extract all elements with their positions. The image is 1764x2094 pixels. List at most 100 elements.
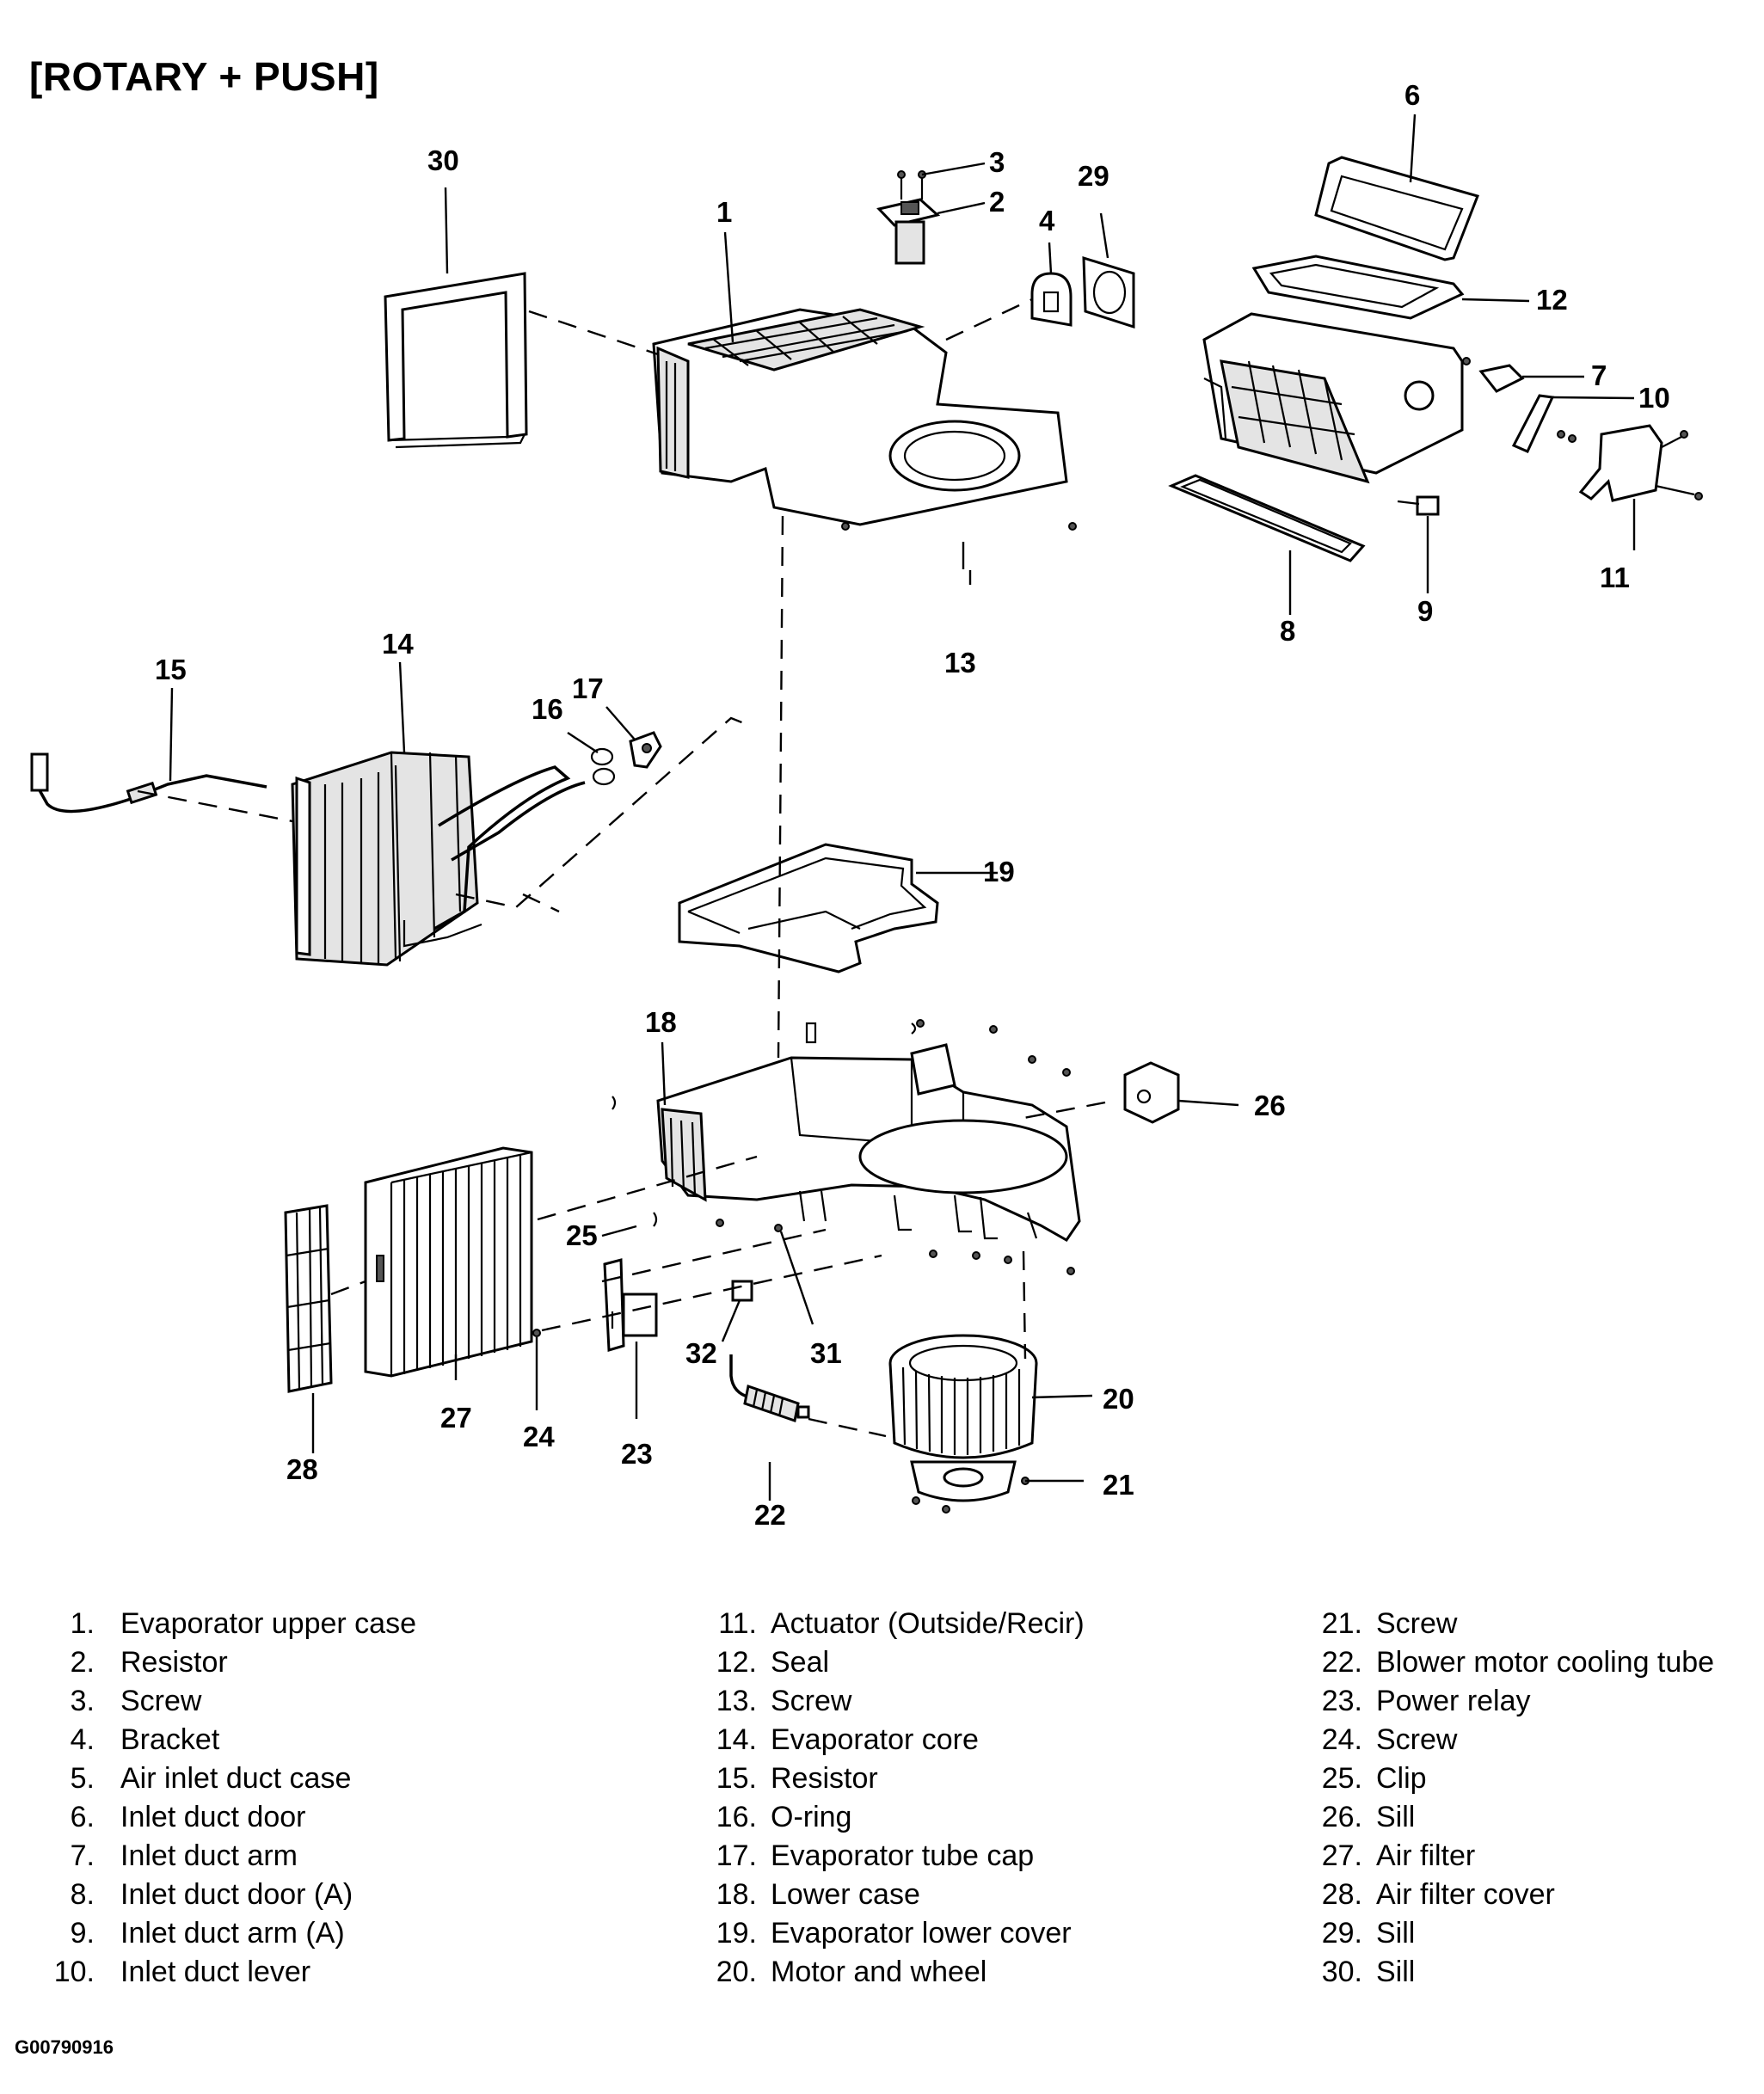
callout-10: 10 [1638, 382, 1670, 414]
legend-item: 17.Evaporator tube cap [704, 1837, 1085, 1876]
part-30-sill [384, 272, 528, 449]
callout-29: 29 [1078, 160, 1109, 192]
legend-item-number: 6. [70, 1801, 95, 1833]
callout-26: 26 [1254, 1090, 1286, 1121]
callout-1: 1 [716, 196, 732, 228]
legend-item: 19. Evaporator lower cover [704, 1914, 1085, 1953]
callout-8: 8 [1280, 615, 1295, 647]
legend-item: 12. Seal [704, 1643, 1085, 1682]
part-19-evaporator-lower-cover [678, 843, 939, 973]
legend-item-number: 18. [716, 1878, 757, 1911]
callout-2: 2 [989, 186, 1005, 218]
legend-item-number: 13. [716, 1685, 757, 1717]
callout-15: 15 [155, 654, 187, 685]
legend-item-number: 1. [70, 1607, 95, 1640]
part-25-clip [612, 1022, 917, 1227]
legend-item-number: 26. [1321, 1801, 1362, 1833]
part-27-air-filter [364, 1146, 533, 1378]
legend-item-number: 27. [1321, 1839, 1362, 1872]
callout-21: 21 [1103, 1469, 1134, 1501]
legend-item-label: Motor and wheel [771, 1956, 987, 1988]
part-15-resistor [30, 752, 267, 814]
legend-item: 18.Lower case [704, 1876, 1085, 1914]
legend-item-number: 14. [716, 1723, 757, 1756]
callout-30: 30 [427, 144, 459, 176]
legend-item-number: 20. [716, 1956, 757, 1988]
legend-item-number: 25. [1321, 1762, 1362, 1795]
callout-22: 22 [754, 1499, 786, 1531]
part-23-power-relay [603, 1258, 658, 1352]
part-12-seal [1251, 255, 1465, 320]
alignment-lines [137, 298, 1106, 1438]
callout-13: 13 [944, 647, 976, 679]
part-10-inlet-duct-lever [1511, 394, 1577, 453]
callout-27: 27 [440, 1402, 472, 1434]
legend-item: 27. Air filter [1309, 1837, 1714, 1876]
legend-item: 30.Sill [1309, 1953, 1714, 1992]
callout-23: 23 [621, 1438, 653, 1470]
part-6-inlet-duct-door [1314, 156, 1479, 261]
part-29-sill [1082, 255, 1135, 329]
legend-item-label: Sill [1376, 1801, 1416, 1833]
legend-item-label: Air filter [1376, 1839, 1476, 1872]
legend-item-label: Air inlet duct case [120, 1762, 352, 1795]
legend-item-number: 21. [1321, 1607, 1362, 1640]
legend-item-label: Resistor [120, 1646, 228, 1679]
legend-item-label: Evaporator lower cover [771, 1917, 1072, 1950]
legend-item: 1.Evaporator upper case [53, 1605, 416, 1643]
legend-item: 2.Resistor [53, 1643, 416, 1682]
part-20-motor-and-wheel [888, 1334, 1038, 1502]
legend-item: 13. Screw [704, 1682, 1085, 1721]
legend-item-label: Blower motor cooling tube [1376, 1646, 1715, 1679]
legend-item: 14.Evaporator core [704, 1721, 1085, 1759]
callout-6: 6 [1404, 79, 1420, 111]
legend-item: 25. Clip [1309, 1759, 1714, 1798]
part-24-screw [532, 1329, 541, 1337]
legend-item-number: 9. [70, 1917, 95, 1950]
legend-item-number: 22. [1321, 1646, 1362, 1679]
part-14-evaporator-core [291, 751, 586, 967]
legend-item-number: 3. [70, 1685, 95, 1717]
part-16-o-ring [590, 747, 616, 786]
legend-item-label: Clip [1376, 1762, 1427, 1795]
lower-case-screws [716, 1019, 1075, 1275]
callout-25: 25 [566, 1219, 598, 1251]
legend-item-number: 15. [716, 1762, 757, 1795]
legend-item-label: Actuator (Outside/Recir) [771, 1607, 1085, 1640]
legend-item-number: 29. [1321, 1917, 1362, 1950]
callout-18: 18 [645, 1006, 677, 1038]
legend-item-label: Inlet duct door (A) [120, 1878, 353, 1911]
legend-item: 28.Air filter cover [1309, 1876, 1714, 1914]
legend-item-label: Resistor [771, 1762, 878, 1795]
callout-12: 12 [1536, 284, 1568, 316]
legend-item: 24.Screw [1309, 1721, 1714, 1759]
legend-item-label: Inlet duct arm [120, 1839, 298, 1872]
callout-9: 9 [1417, 595, 1433, 627]
part-18-lower-case [656, 1043, 1081, 1242]
legend-item-label: Power relay [1376, 1685, 1531, 1717]
callout-7: 7 [1591, 359, 1607, 391]
part-9-inlet-duct-arm-a [1397, 495, 1440, 516]
legend-item-label: Seal [771, 1646, 830, 1679]
legend-item-label: Screw [1376, 1607, 1458, 1640]
callout-32: 32 [685, 1337, 717, 1369]
legend-item: 3.Screw [53, 1682, 416, 1721]
legend-item-label: Inlet duct door [120, 1801, 306, 1833]
part-7-inlet-duct-arm [1462, 357, 1525, 393]
legend-item-label: Screw [1376, 1723, 1458, 1756]
legend-item-label: Screw [771, 1685, 852, 1717]
part-4-bracket [1030, 272, 1073, 327]
exploded-view-diagram: 30 1 3 2 4 29 6 12 7 10 11 8 9 13 15 14 … [30, 79, 1703, 1531]
part-8-inlet-duct-door-a [1168, 474, 1366, 562]
legend-item-number: 23. [1321, 1685, 1362, 1717]
part-3-screws [897, 170, 926, 200]
part-31 [774, 1224, 783, 1232]
callout-14: 14 [382, 628, 414, 660]
part-1-evaporator-upper-case [652, 308, 1077, 531]
legend-item-number: 19. [716, 1917, 757, 1950]
legend-item-number: 10. [53, 1956, 95, 1988]
legend-item-number: 12. [716, 1646, 757, 1679]
legend-item-label: Evaporator tube cap [771, 1839, 1035, 1872]
